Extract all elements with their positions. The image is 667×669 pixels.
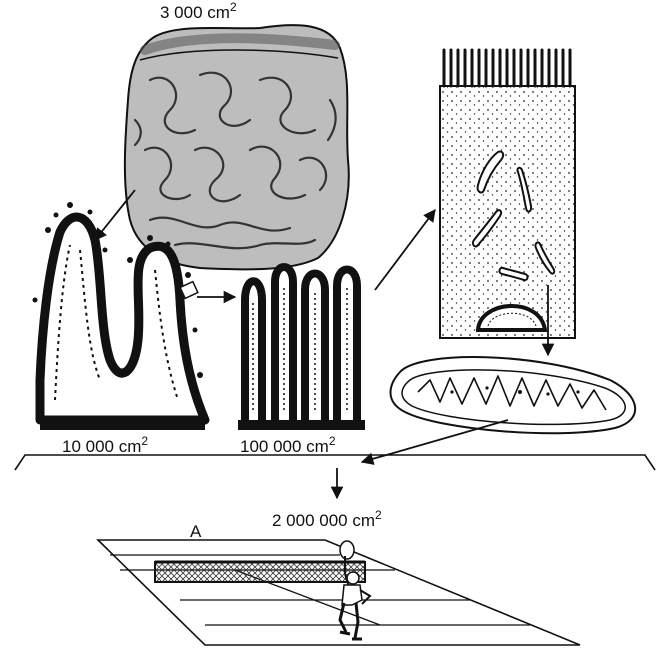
epithelial-cell-illustration <box>440 50 575 338</box>
arrow-villi-to-cell <box>375 210 435 290</box>
court-label-a: A <box>190 522 202 541</box>
tennis-court-illustration <box>98 540 580 645</box>
small-intestine-illustration <box>125 25 349 269</box>
total-area-label: 2 000 000 cm2 <box>272 508 382 530</box>
villi-area-label: 100 000 cm2 <box>240 434 336 456</box>
folds-area-label: 10 000 cm2 <box>62 434 148 456</box>
summation-bracket <box>15 455 655 470</box>
tennis-net <box>155 562 365 582</box>
intestine-area-label: 3 000 cm2 <box>160 0 237 22</box>
villi-illustration <box>238 267 365 430</box>
mitochondrion-illustration <box>390 357 635 433</box>
